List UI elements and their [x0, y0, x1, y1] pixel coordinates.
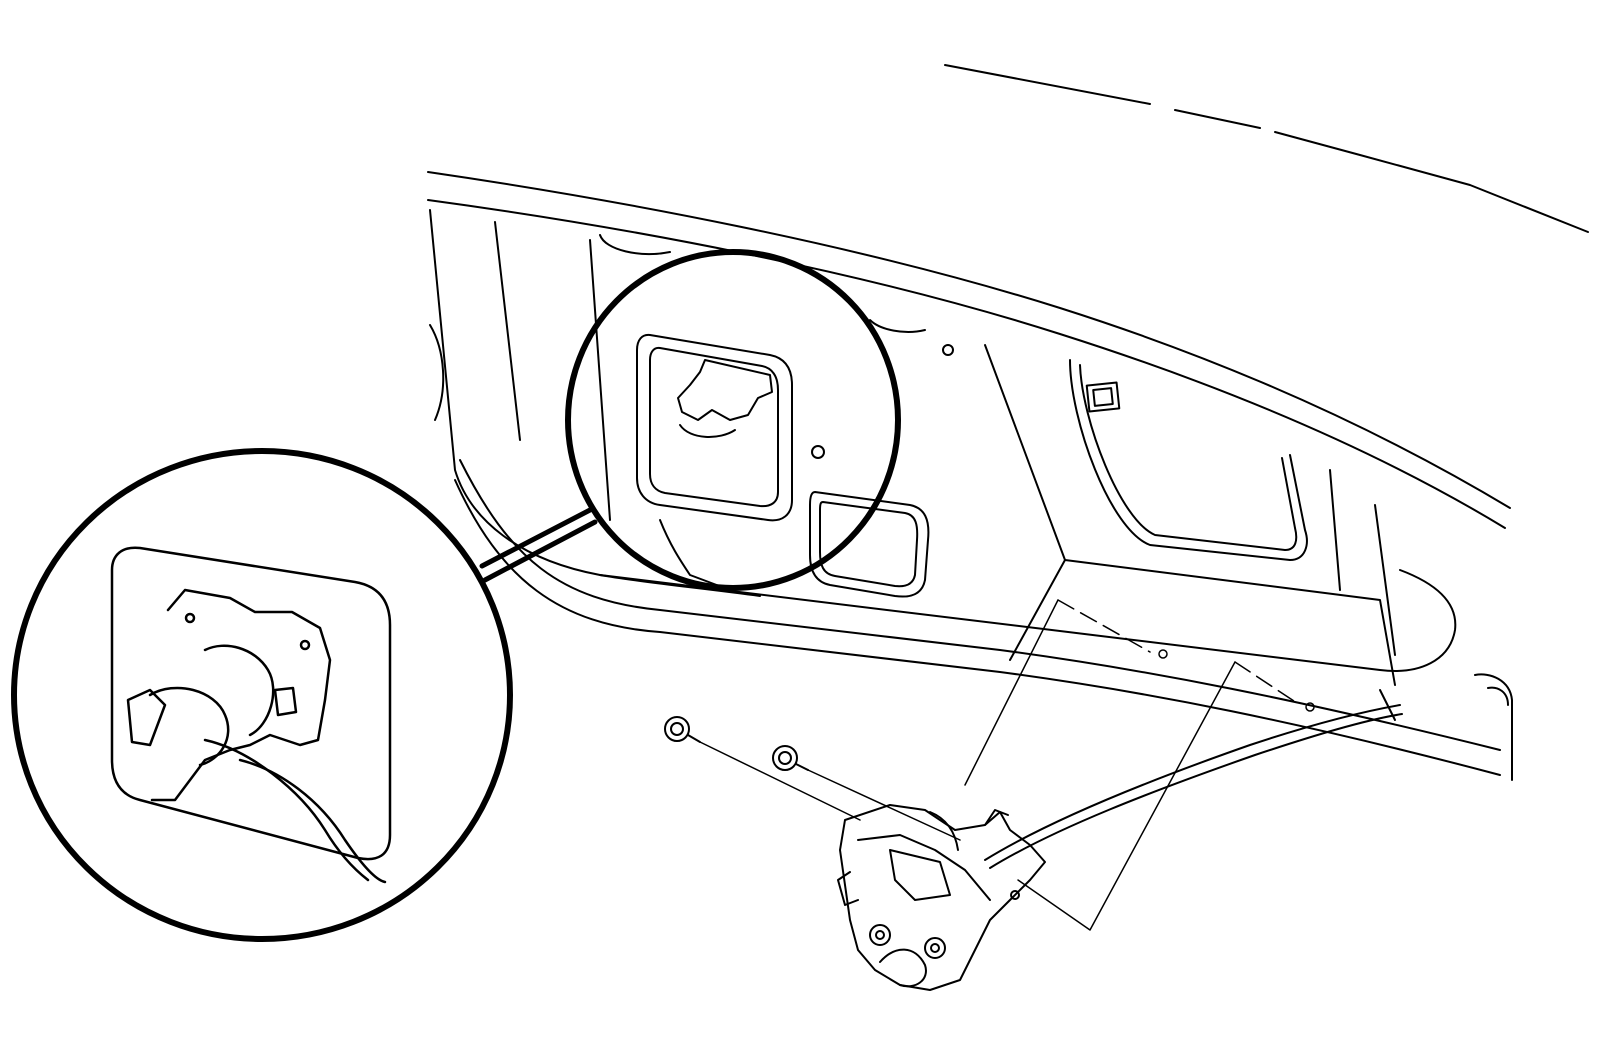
zoom-leader-lines — [479, 507, 598, 583]
inner-panel — [429, 234, 1513, 781]
zoom-circle-small — [565, 249, 901, 591]
zoom-circle-large — [11, 448, 513, 942]
alignment-lines — [699, 599, 1315, 931]
bolt-right — [772, 745, 809, 771]
trunk-lid-outline — [427, 64, 1589, 597]
bolt-left — [664, 716, 701, 743]
latch-opening-detail-large — [110, 546, 392, 884]
trunk-latch-assembly — [837, 804, 1046, 991]
latch-opening-detail-small — [636, 333, 825, 522]
release-cable — [984, 689, 1403, 869]
